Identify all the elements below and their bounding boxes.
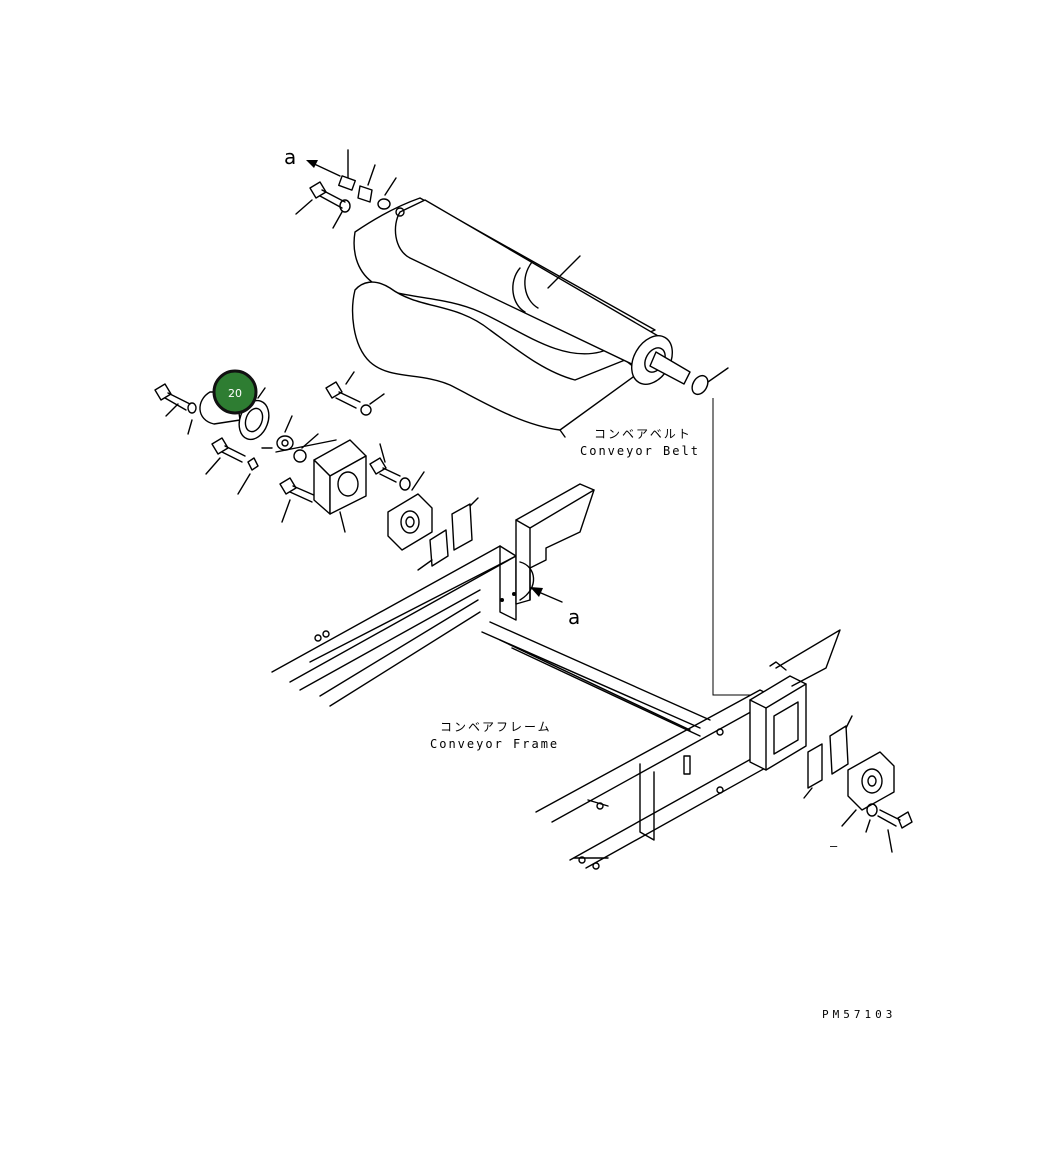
conveyor-frame-label-jp: コンベアフレーム [440, 720, 552, 734]
callout-circle[interactable] [212, 369, 258, 415]
conveyor-belt [351, 197, 750, 696]
part-callout-20[interactable]: 20 [212, 369, 258, 415]
view-a-label-mid: a [568, 605, 580, 629]
conveyor-belt-label-jp: コンベアベルト [594, 427, 692, 441]
bearing-housing [313, 371, 479, 571]
callout-number[interactable]: 20 [228, 387, 242, 400]
view-a-label-top: a [284, 145, 296, 169]
top-hardware [295, 149, 405, 229]
conveyor-belt-label-en: Conveyor Belt [580, 444, 700, 458]
drawing-code: PM57103 [822, 1008, 896, 1021]
dash-mark: – [830, 839, 839, 853]
conveyor-frame [271, 483, 913, 870]
conveyor-frame-label-en: Conveyor Frame [430, 737, 559, 751]
